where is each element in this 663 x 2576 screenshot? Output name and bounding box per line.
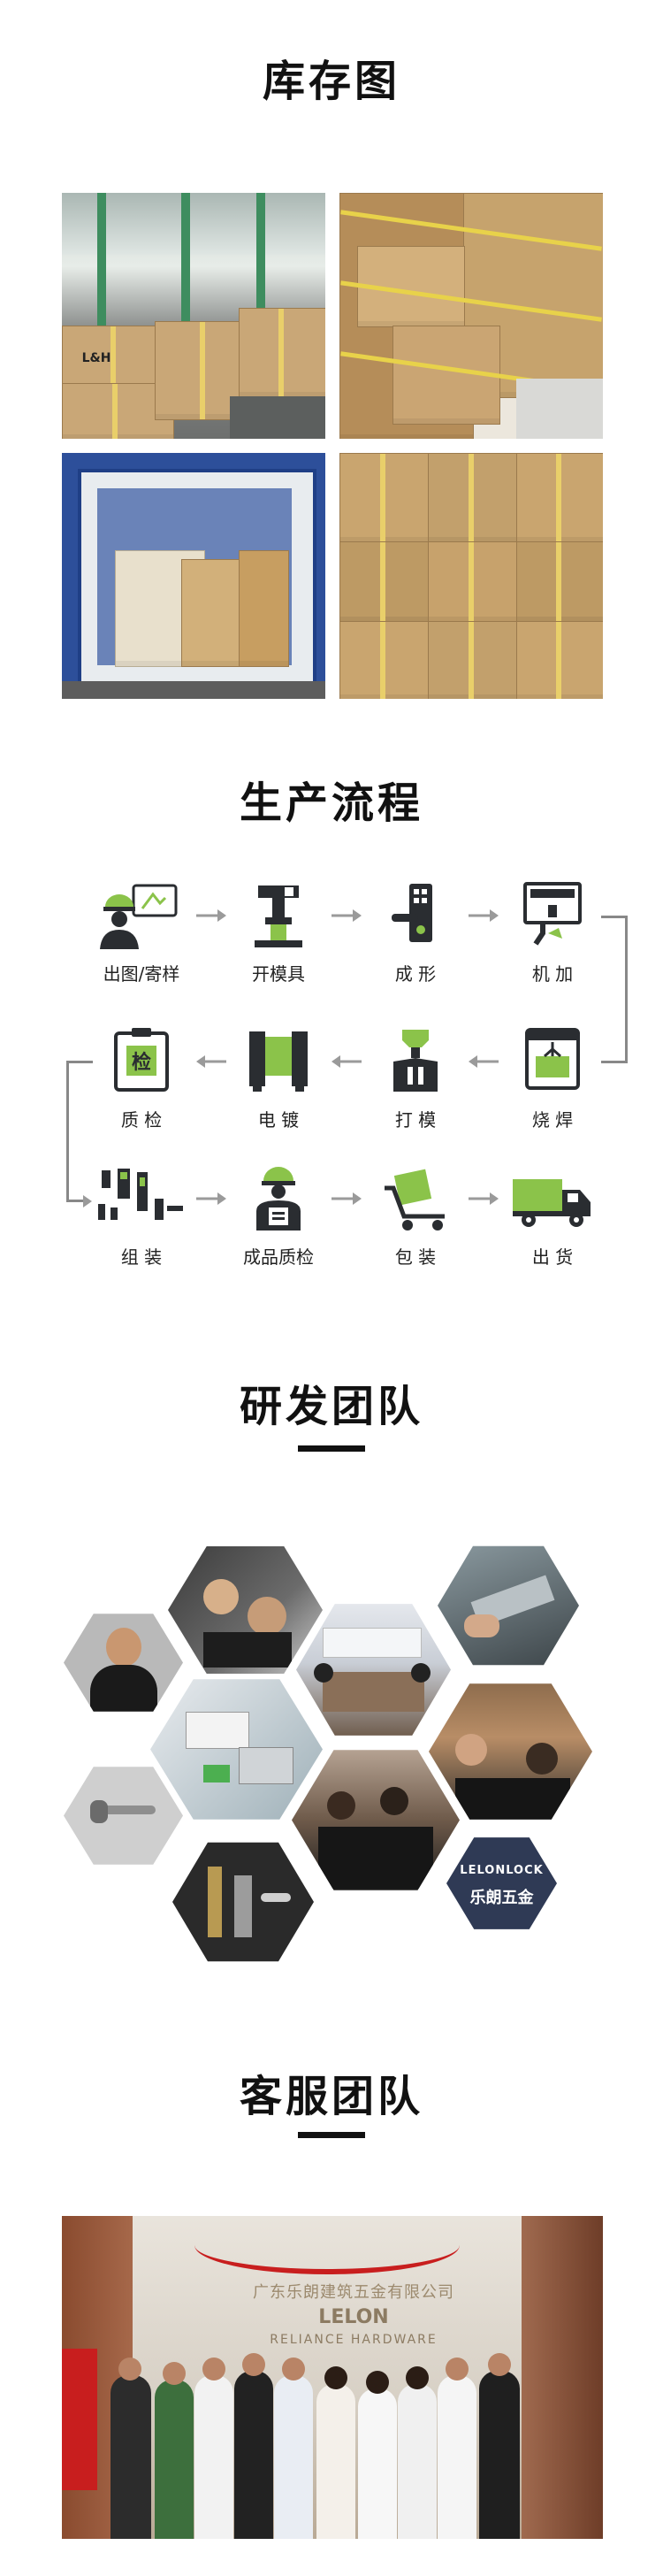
step-label: 打 模 bbox=[394, 1109, 437, 1131]
shipping-truck-icon bbox=[513, 1179, 591, 1227]
company-logo-text: LELON bbox=[318, 2306, 389, 2328]
brand-name-cn: 乐朗五金 bbox=[469, 1889, 534, 1907]
step-label: 包 装 bbox=[394, 1246, 437, 1268]
step-label: 机 加 bbox=[531, 963, 574, 985]
service-team-title: 客服团队 bbox=[239, 2072, 423, 2121]
flow-arrow-left bbox=[469, 1053, 499, 1070]
press-icon bbox=[393, 1030, 438, 1092]
process-step-packaging: 包 装 bbox=[362, 1163, 469, 1278]
flow-arrow-left bbox=[196, 1053, 226, 1070]
flow-connector bbox=[625, 916, 628, 1063]
step-label: 电 镀 bbox=[257, 1109, 300, 1131]
flow-arrow-right bbox=[196, 907, 226, 924]
welding-icon bbox=[525, 1028, 580, 1090]
company-logo-sub: RELIANCE HARDWARE bbox=[270, 2333, 438, 2347]
forming-icon bbox=[392, 884, 432, 942]
step-label: 组 装 bbox=[120, 1246, 163, 1268]
packaging-icon bbox=[385, 1169, 445, 1230]
process-title: 生产流程 bbox=[239, 778, 423, 828]
hex-photo-lock-products bbox=[172, 1842, 314, 1962]
service-team-photo: 广东乐朗建筑五金有限公司 LELON RELIANCE HARDWARE bbox=[62, 2216, 603, 2539]
hex-brand-logo: LELONLOCK 乐朗五金 bbox=[446, 1837, 557, 1929]
mold-machine-icon bbox=[255, 886, 302, 947]
step-label: 出 货 bbox=[531, 1246, 574, 1268]
design-icon bbox=[100, 884, 178, 949]
plating-icon bbox=[249, 1031, 308, 1092]
flow-arrow-right bbox=[469, 907, 499, 924]
flow-arrow-right bbox=[81, 1192, 94, 1210]
process-step-welding: 烧 焊 bbox=[499, 1026, 606, 1141]
flow-arrow-right bbox=[332, 907, 362, 924]
inventory-photo-box-wall bbox=[339, 453, 603, 699]
flow-connector bbox=[66, 1061, 69, 1202]
step-label: 烧 焊 bbox=[531, 1109, 574, 1131]
step-label: 成 形 bbox=[394, 963, 437, 985]
hex-photo-team-meeting bbox=[168, 1546, 323, 1674]
process-step-forming: 成 形 bbox=[362, 880, 469, 995]
hex-photo-product-parts bbox=[150, 1679, 323, 1820]
inspection-icon: 检 bbox=[114, 1028, 169, 1092]
product-inspection-icon bbox=[256, 1167, 301, 1230]
inventory-photo-stacked-boxes bbox=[339, 193, 603, 439]
process-step-machining: 机 加 bbox=[499, 880, 606, 995]
process-step-product-inspection: 成品质检 bbox=[225, 1163, 332, 1278]
step-label: 成品质检 bbox=[243, 1246, 314, 1268]
process-step-assembly: 组 装 bbox=[88, 1163, 194, 1278]
flow-arrow-right bbox=[196, 1190, 226, 1208]
inventory-photo-warehouse: L&H bbox=[62, 193, 325, 439]
flow-connector bbox=[66, 1061, 93, 1063]
process-step-shipping: 出 货 bbox=[499, 1163, 606, 1278]
step-label: 开模具 bbox=[252, 963, 305, 985]
hex-photo-hands-assembly bbox=[438, 1545, 579, 1666]
flow-connector bbox=[66, 1200, 88, 1202]
inventory-title: 库存图 bbox=[262, 57, 400, 106]
process-step-mold: 开模具 bbox=[225, 880, 332, 995]
brand-logo-text: LELONLOCK bbox=[460, 1864, 544, 1877]
process-step-design: 出图/寄样 bbox=[88, 880, 194, 995]
flow-arrow-left bbox=[332, 1053, 362, 1070]
step-label: 质 检 bbox=[120, 1109, 163, 1131]
flow-arrow-right bbox=[469, 1190, 499, 1208]
rd-team-title: 研发团队 bbox=[239, 1382, 423, 1431]
process-step-press: 打 模 bbox=[362, 1026, 469, 1141]
flow-arrow-right bbox=[332, 1190, 362, 1208]
machining-icon bbox=[523, 882, 582, 946]
box-label: L&H bbox=[81, 351, 111, 365]
hex-photo-discussion bbox=[292, 1750, 460, 1890]
step-label: 出图/寄样 bbox=[103, 963, 180, 985]
hex-photo-engineer bbox=[64, 1614, 183, 1712]
flow-connector bbox=[601, 916, 628, 918]
process-step-plating: 电 镀 bbox=[225, 1026, 332, 1141]
hex-photo-handle-hardware bbox=[64, 1767, 183, 1865]
process-step-inspection: 检 质 检 bbox=[88, 1026, 194, 1141]
company-sign-text: 广东乐朗建筑五金有限公司 bbox=[253, 2283, 454, 2302]
assembly-icon bbox=[98, 1169, 183, 1220]
inventory-photo-container bbox=[62, 453, 325, 699]
service-title-underline bbox=[298, 2132, 365, 2138]
hex-photo-design-review bbox=[429, 1683, 592, 1820]
flow-connector bbox=[601, 1061, 628, 1063]
inspection-badge-text: 检 bbox=[132, 1051, 151, 1074]
hex-photo-office-meeting bbox=[296, 1604, 451, 1736]
rd-title-underline bbox=[298, 1445, 365, 1452]
